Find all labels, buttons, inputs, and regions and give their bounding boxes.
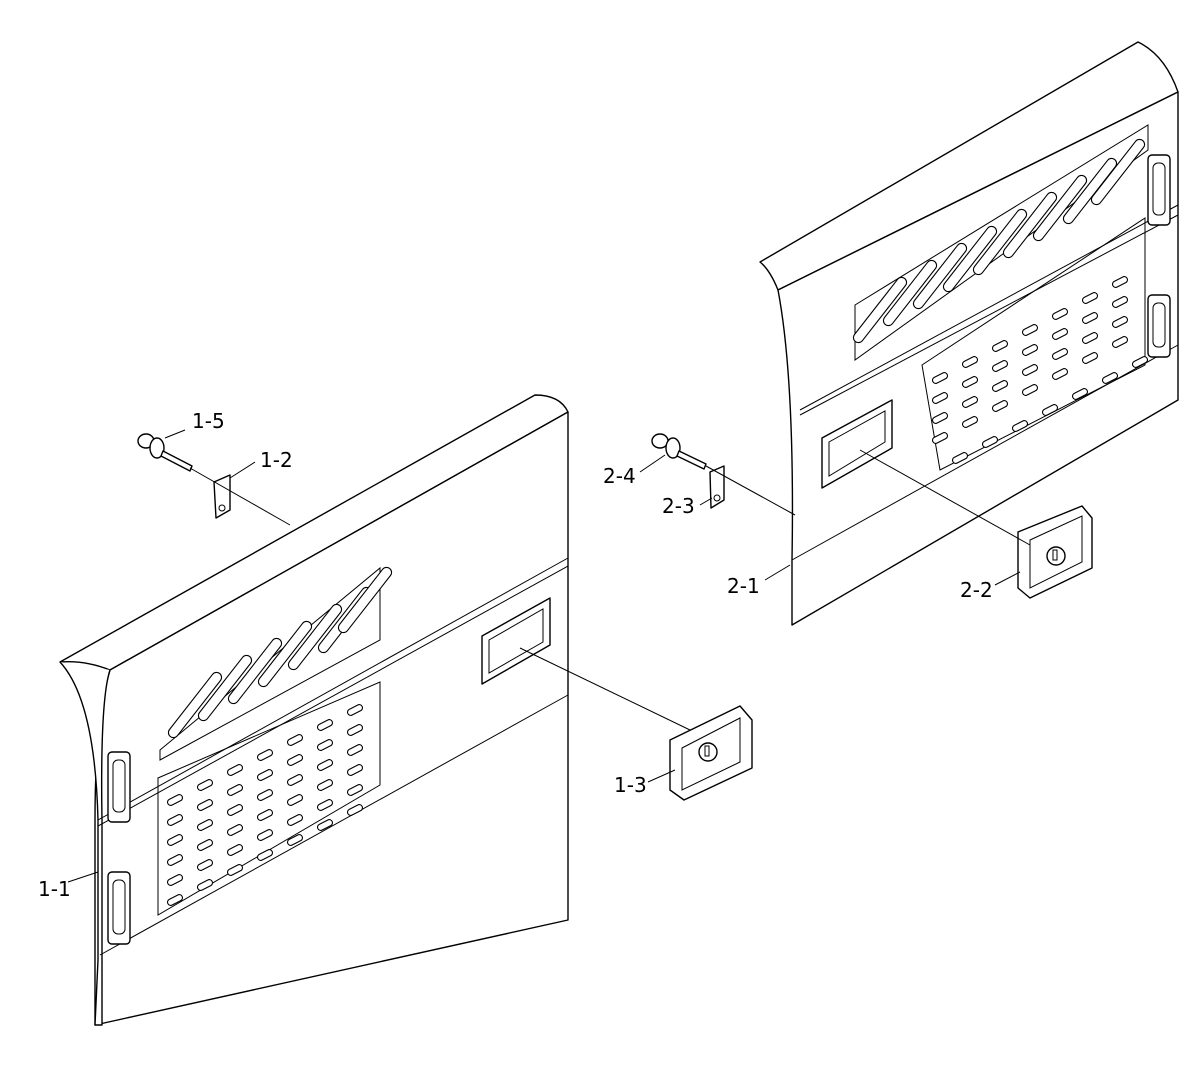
callout-1-5: 1-5: [192, 409, 225, 433]
hinge-lower-2: [1147, 294, 1171, 358]
callout-2-4: 2-4: [603, 464, 636, 488]
leader-lines: [67, 429, 1031, 883]
handle-recess-2: [821, 399, 893, 489]
callout-1-2: 1-2: [260, 448, 293, 472]
bolt-2-4: [651, 433, 707, 470]
bracket-2-3: [709, 465, 725, 509]
callout-1-1: 1-1: [38, 877, 71, 901]
bolt-1-5: [137, 433, 193, 472]
callout-2-3: 2-3: [662, 494, 695, 518]
handle-recess-1: [481, 597, 551, 685]
callout-labels: 1-1 1-2 1-3 1-5 2-1 2-2 2-3 2-4: [38, 409, 993, 901]
callout-1-3: 1-3: [614, 773, 647, 797]
door-panel-1-1: [59, 394, 569, 1026]
callout-2-2: 2-2: [960, 578, 993, 602]
hinge-upper-1: [107, 751, 131, 823]
hinge-lower-1: [107, 871, 131, 945]
callout-2-1: 2-1: [727, 574, 760, 598]
door-panel-2-1: [759, 41, 1179, 626]
latch-2-2: [1017, 505, 1093, 599]
bracket-1-2: [213, 474, 231, 519]
hinge-upper-2: [1147, 154, 1171, 226]
latch-1-3: [669, 705, 753, 801]
